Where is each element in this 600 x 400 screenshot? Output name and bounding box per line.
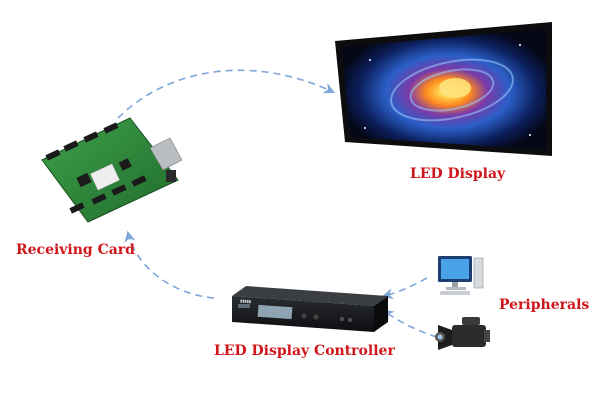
led-display-icon (335, 22, 552, 156)
arrow-controller-to-card (124, 230, 215, 299)
svg-text:▮▮▮▮▮: ▮▮▮▮▮ (240, 298, 251, 304)
led-display-label: LED Display (410, 166, 506, 182)
video-camera-icon (435, 317, 490, 350)
receiving-card-icon (41, 117, 183, 223)
led-display-controller-label: LED Display Controller (214, 343, 395, 359)
connection-arrows (117, 69, 438, 338)
desktop-computer-icon (438, 256, 484, 295)
receiving-card-label: Receiving Card (16, 242, 135, 258)
arrow-card-to-display (117, 69, 336, 119)
arrow-computer-to-controller (381, 277, 428, 300)
peripherals-label: Peripherals (499, 297, 590, 313)
controller-box-icon: ▮▮▮▮▮ (232, 286, 388, 332)
arrow-camera-to-controller (382, 309, 438, 338)
